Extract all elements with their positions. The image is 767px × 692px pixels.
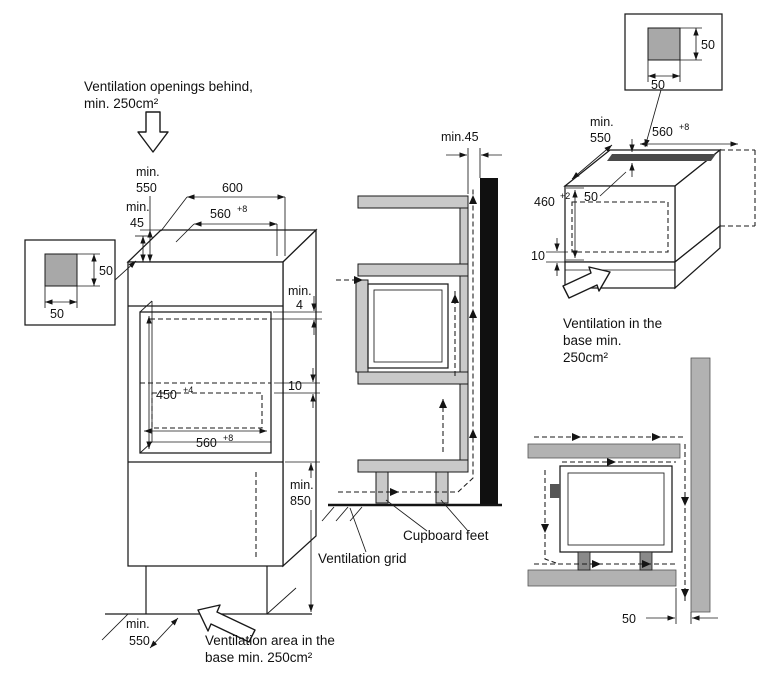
appliance-hidden-outline [151, 392, 263, 429]
detail-right-dim-50-h: 50 [651, 78, 665, 92]
dim-bottom-gap-10: 10 [531, 238, 568, 276]
dim-550-bottom-l2: 550 [129, 634, 150, 648]
dim-gap-top-45: min. 45 [126, 200, 151, 262]
dim-wall-gap-50: 50 [622, 588, 718, 626]
dim-niche-width-560: 560 +8 [640, 122, 738, 147]
label-ventilation-area-base: Ventilation area in the base min. 250cm² [205, 633, 335, 665]
dim-inner-width-top-560: 560 +8 [175, 204, 278, 256]
dim-rt-slot-50: 50 [584, 190, 598, 204]
bottom-panel [357, 459, 469, 473]
corner-detail-left: 50 50 [24, 239, 137, 326]
dim-560-top-label: 560 [210, 207, 231, 221]
worktop [527, 443, 681, 459]
dim-slot-50: 50 [584, 139, 635, 204]
dim-rt-550-l2: 550 [590, 131, 611, 145]
label-ventilation-grid: Ventilation grid [318, 551, 407, 566]
shelf-above-oven [357, 263, 469, 277]
dim-560-top-sup: +8 [237, 204, 247, 214]
dim-niche-depth-550: min. 550 [571, 115, 614, 180]
dim-rt-460-label: 460 [534, 195, 555, 209]
under-counter-section: 50 [527, 357, 718, 626]
top-panel [357, 195, 469, 209]
cupboard-foot-left [375, 471, 389, 504]
dim-10-label: 10 [288, 379, 302, 393]
niche-isometric-view: min. 550 560 +8 460 +2 50 10 [531, 13, 756, 299]
detail-cutout-square [44, 253, 78, 287]
dim-floor-height-850: min. 850 [285, 461, 320, 612]
airflow-dashes-bottom [534, 433, 689, 602]
oven-body-section [367, 283, 449, 369]
dim-560-label: 560 [196, 436, 217, 450]
dim-min45-label: min.45 [441, 130, 479, 144]
base-airflow-arrow-right [562, 266, 611, 299]
dim-45-l2: 45 [130, 216, 144, 230]
dim-shelf-gap-10: 10 [274, 368, 320, 408]
dim-depth-top-550: min. 550 [136, 165, 164, 262]
rear-wall-gray [690, 357, 711, 613]
oven-door-section [355, 279, 369, 373]
detail-right-dim-50-v: 50 [701, 38, 715, 52]
niche-base-side [674, 224, 721, 290]
oven-handle [550, 484, 560, 498]
dim-4-l2: 4 [296, 298, 303, 312]
dim-niche-height-460: 460 +2 [534, 187, 584, 261]
dim-rt-560-sup: +8 [679, 122, 689, 132]
wall-cross-section: min.45 [321, 130, 502, 553]
dim-450-sup: +4 [183, 385, 193, 395]
oven-foot-right [639, 551, 653, 571]
dim-cabinet-width-600: 600 [160, 181, 286, 256]
label-ventilation-openings: Ventilation openings behind, min. 250cm² [84, 79, 253, 111]
dim-4-l1: min. [288, 284, 312, 298]
floor-slab [527, 569, 677, 587]
detail-cutout-square-right [647, 27, 681, 61]
dim-rt-10-label: 10 [531, 249, 545, 263]
cupboard-foot-right [435, 471, 449, 504]
dim-rt-560-label: 560 [652, 125, 673, 139]
oven-under-counter [559, 465, 673, 553]
rear-wall [480, 178, 498, 505]
dim-rt-550-l1: min. [590, 115, 614, 129]
detail-dim-50-v: 50 [99, 264, 113, 278]
dim-back-gap-4: min. 4 [270, 284, 322, 335]
dim-600-label: 600 [222, 181, 243, 195]
dim-rt-460-sup: +2 [560, 191, 570, 201]
oven-foot-left [577, 551, 591, 571]
left-cabinet-elevation: 600 560 +8 min. 550 min. 45 min. 4 [24, 111, 322, 649]
dim-rb-50-label: 50 [622, 612, 636, 626]
label-ventilation-in-base: Ventilation in the base min. 250cm² [563, 316, 663, 365]
ventilation-down-arrow [137, 111, 169, 153]
dim-560-sup: +8 [223, 433, 233, 443]
dim-450-label: 450 [156, 388, 177, 402]
detail-dim-50-h: 50 [50, 307, 64, 321]
niche-opening [564, 185, 676, 263]
shelf-below-oven [357, 371, 469, 385]
back-panel [459, 207, 469, 461]
airflow-dashes [336, 188, 477, 496]
dim-niche-height-450: 450 +4 [146, 316, 193, 449]
dim-850-l2: 850 [290, 494, 311, 508]
corner-detail-right: 50 50 [624, 13, 723, 148]
dim-depth-bottom-550: min. 550 [126, 617, 179, 649]
dim-550-top-l2: 550 [136, 181, 157, 195]
dim-550-top-l1: min. [136, 165, 160, 179]
appliance-hidden-outline-right [571, 201, 669, 253]
ventilation-slot [607, 154, 716, 161]
base-ventilation-arrow [197, 604, 256, 643]
dim-45-l1: min. [126, 200, 150, 214]
dim-wall-gap-45: min.45 [441, 130, 502, 194]
dim-850-l1: min. [290, 478, 314, 492]
dim-550-bottom-l1: min. [126, 617, 150, 631]
dim-inner-width-560: 560 +8 [144, 428, 267, 450]
label-cupboard-feet: Cupboard feet [403, 528, 489, 543]
